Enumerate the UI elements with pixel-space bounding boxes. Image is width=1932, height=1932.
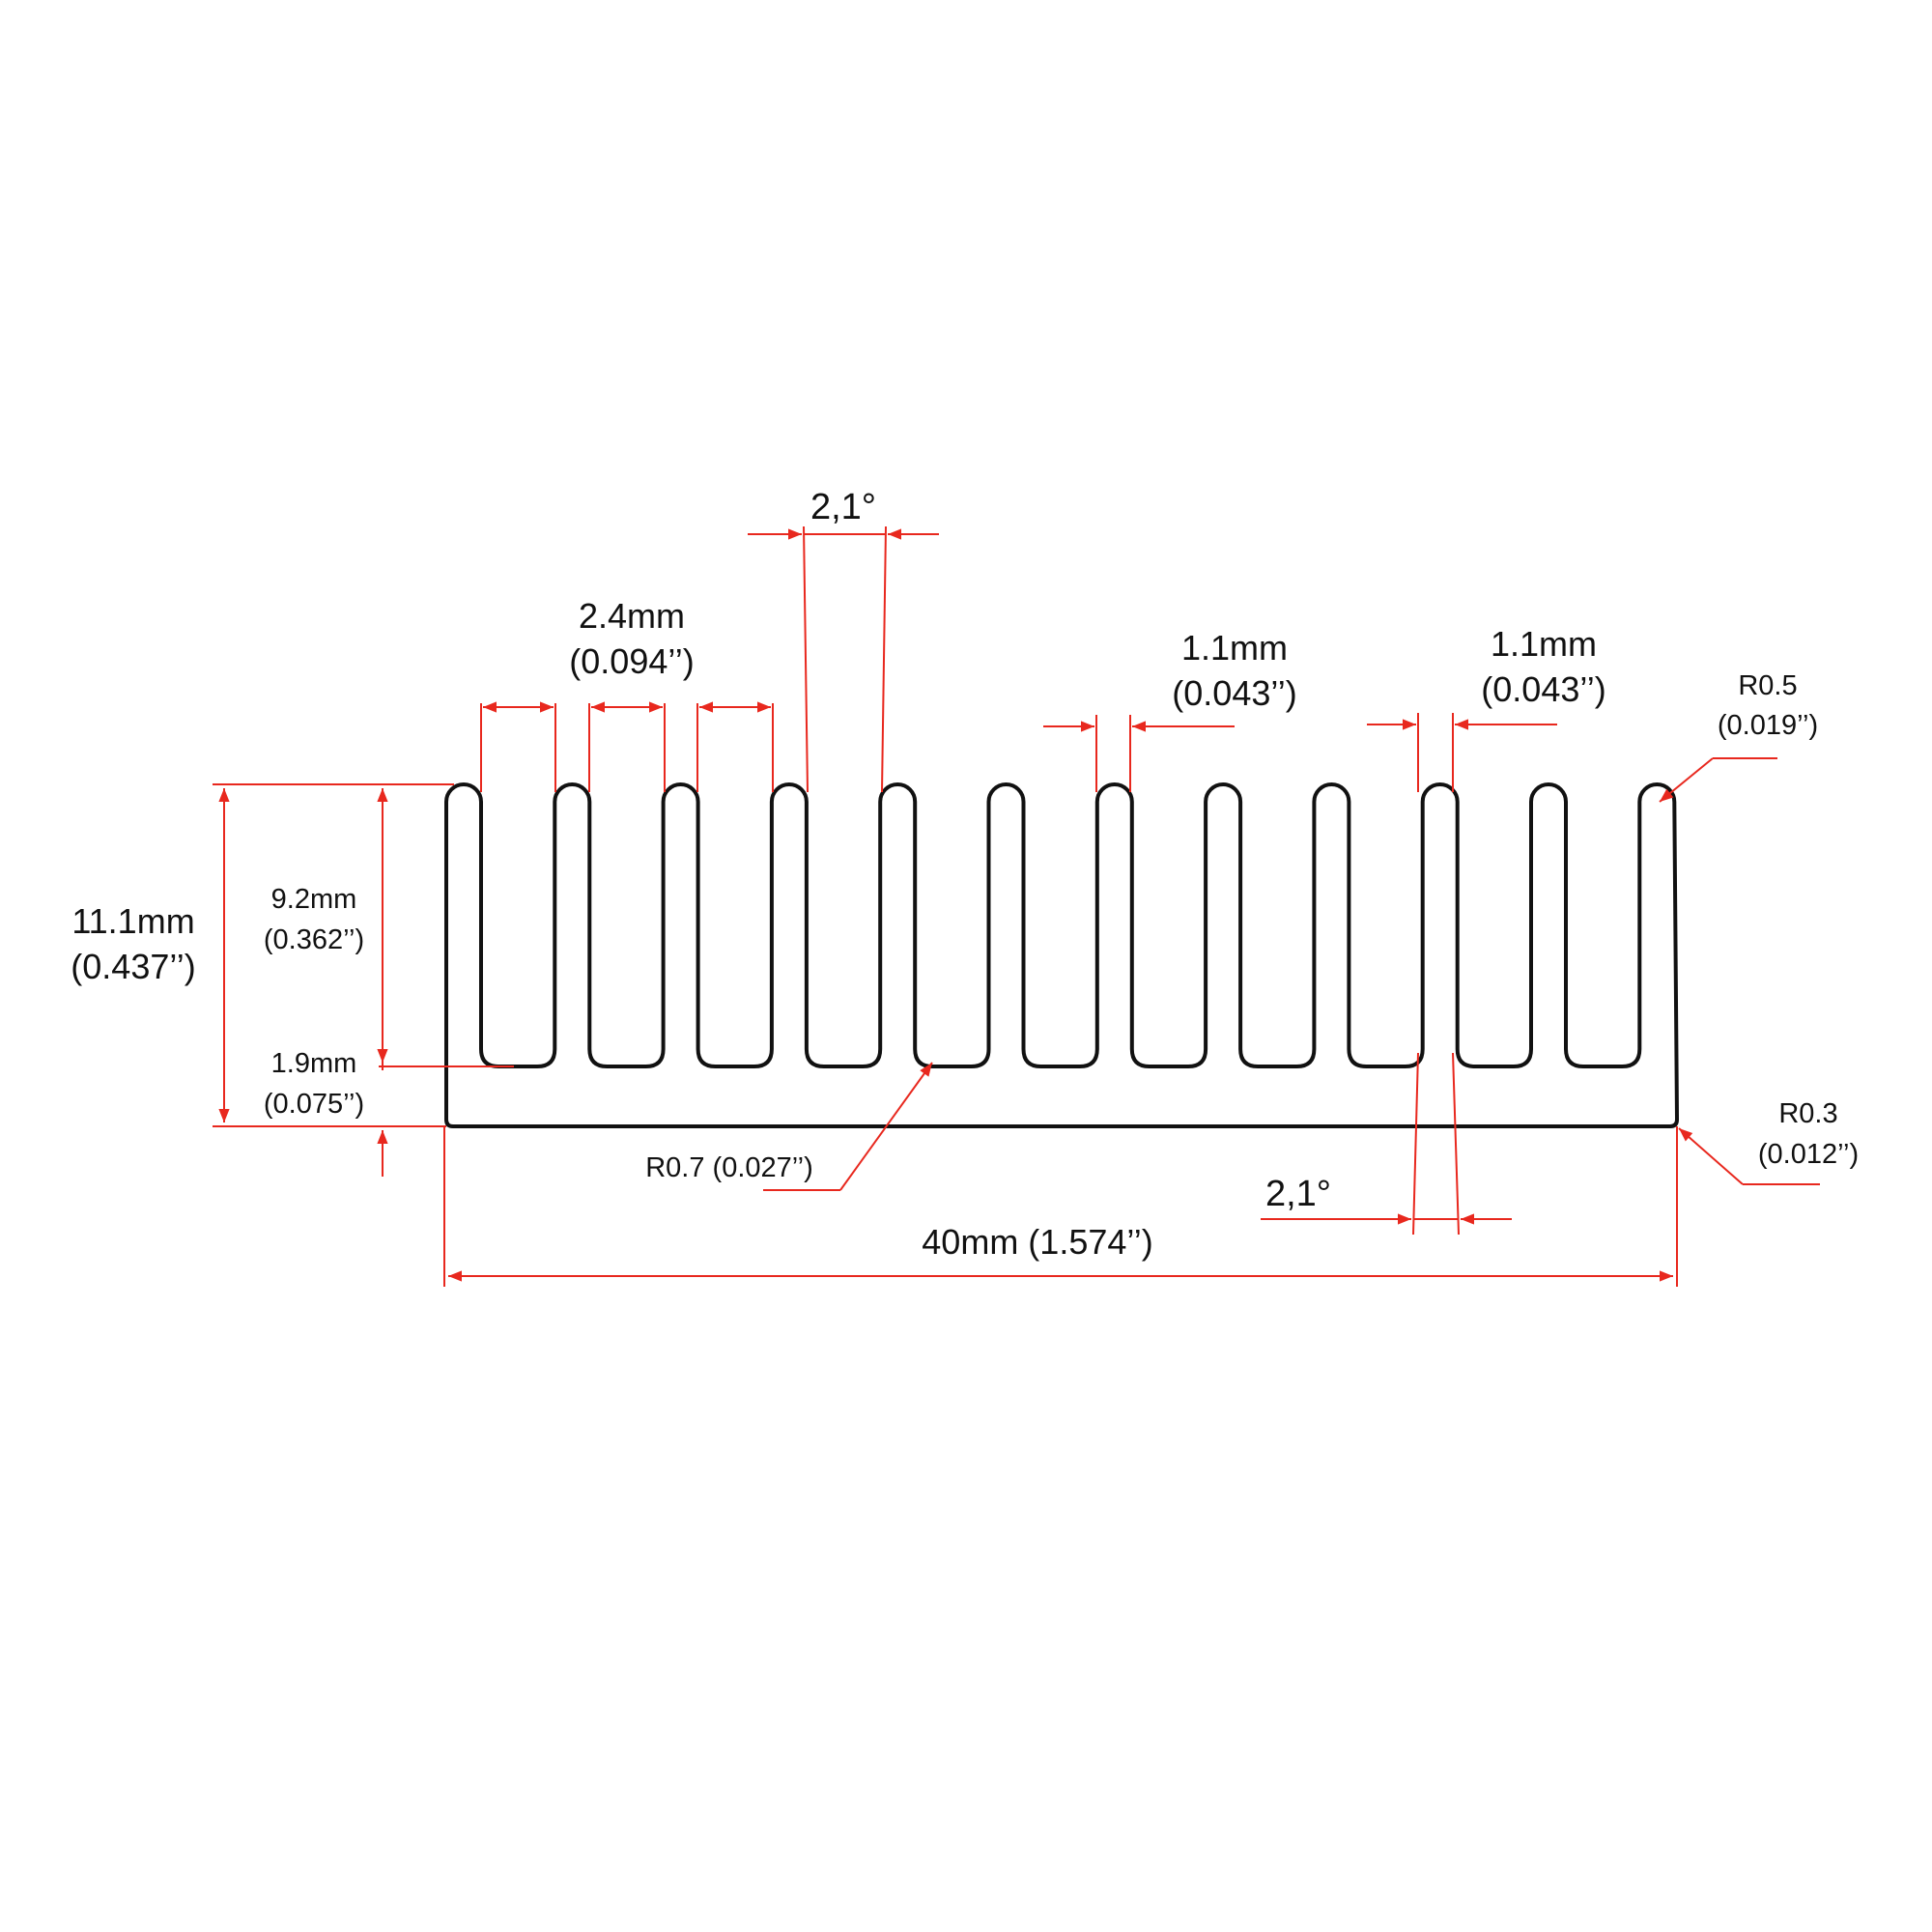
angle-ext-line bbox=[881, 526, 887, 793]
fin-pitch-mm: 2.4mm bbox=[579, 596, 685, 636]
angle-ext-line bbox=[1452, 1052, 1460, 1236]
overall-height-mm: 11.1mm bbox=[71, 901, 194, 941]
fin-width-1-mm: 1.1mm bbox=[1181, 628, 1288, 668]
corner-radius-inch: (0.012’’) bbox=[1758, 1139, 1859, 1170]
base-thickness-mm: 1.9mm bbox=[271, 1048, 357, 1079]
tip-radius-mm: R0.5 bbox=[1738, 670, 1797, 701]
overall-height-inch: (0.437’’) bbox=[71, 947, 195, 986]
dimension-labels: 2.4mm (0.094’’) 2,1° 1.1mm (0.043’’) 1.1… bbox=[71, 487, 1859, 1262]
tip-radius-inch: (0.019’’) bbox=[1718, 710, 1818, 741]
angle-ext-line bbox=[803, 526, 809, 793]
fin-height-mm: 9.2mm bbox=[271, 884, 357, 915]
base-thickness-inch: (0.075’’) bbox=[264, 1089, 364, 1120]
root-radius-arrow bbox=[839, 1062, 933, 1191]
dimension-lines bbox=[213, 526, 1820, 1287]
fin-width-2-mm: 1.1mm bbox=[1491, 624, 1597, 664]
fin-angle-top: 2,1° bbox=[810, 487, 876, 527]
fin-height-inch: (0.362’’) bbox=[264, 924, 364, 955]
root-radius-label: R0.7 (0.027’’) bbox=[645, 1152, 813, 1183]
heatsink-profile-outline bbox=[444, 782, 1679, 1128]
fin-width-1-inch: (0.043’’) bbox=[1172, 673, 1296, 713]
overall-width-label: 40mm (1.574’’) bbox=[922, 1222, 1152, 1262]
tip-radius-arrow bbox=[1659, 757, 1714, 803]
corner-radius-arrow bbox=[1678, 1127, 1744, 1185]
fin-angle-bottom: 2,1° bbox=[1265, 1174, 1331, 1214]
corner-radius-mm: R0.3 bbox=[1778, 1098, 1837, 1129]
angle-ext-line bbox=[1412, 1052, 1419, 1236]
fin-pitch-inch: (0.094’’) bbox=[569, 641, 694, 681]
fin-width-2-inch: (0.043’’) bbox=[1481, 669, 1605, 709]
